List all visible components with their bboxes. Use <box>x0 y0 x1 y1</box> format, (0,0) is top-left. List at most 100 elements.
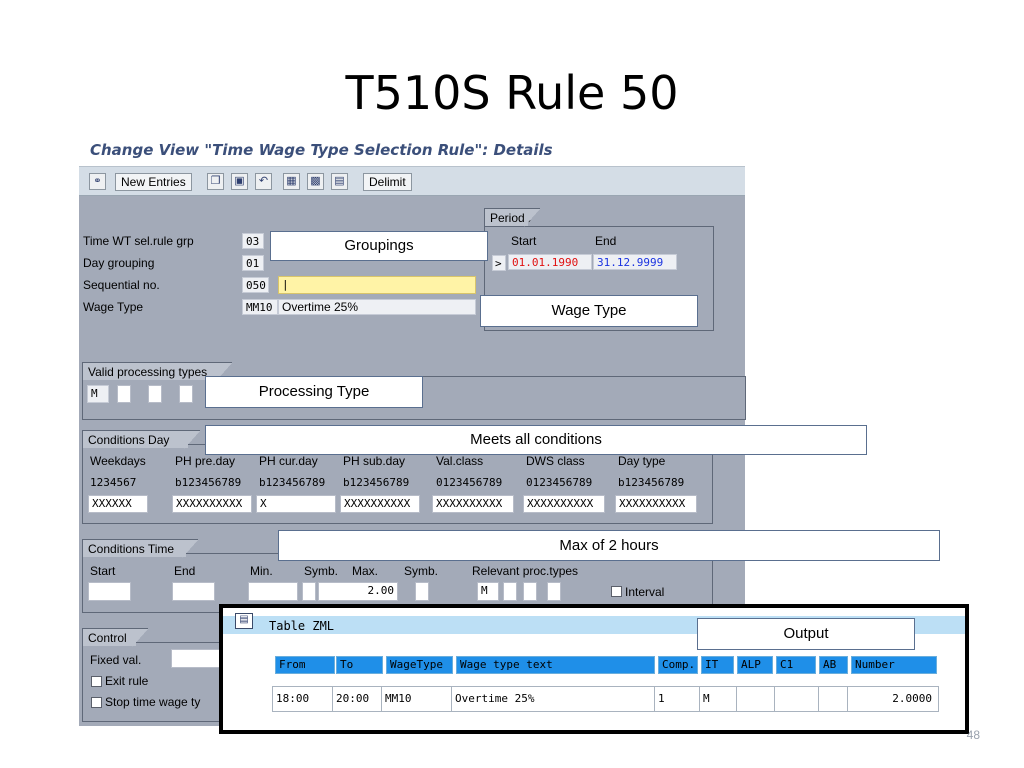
copy-icon[interactable]: ❐ <box>207 173 224 190</box>
cell-it: M <box>699 686 737 712</box>
control-title: Control <box>82 628 148 647</box>
cd-value-day-type: b123456789 <box>618 476 685 489</box>
cd-header-ph-sub: PH sub.day <box>343 454 406 468</box>
ct-input-min[interactable] <box>248 582 298 601</box>
cell-c1 <box>774 686 819 712</box>
wage-type-field[interactable]: MM10 <box>242 299 278 315</box>
ct-header-max: Max. <box>352 564 379 578</box>
ct-header-symb2: Symb. <box>404 564 439 578</box>
ct-header-symb1: Symb. <box>304 564 339 578</box>
periods-end-label: End <box>595 234 617 248</box>
select-all-icon[interactable]: ▦ <box>283 173 300 190</box>
periods-end-field[interactable]: 31.12.9999 <box>593 254 677 270</box>
col-header-ab: AB <box>819 656 848 674</box>
cd-header-weekdays: Weekdays <box>90 454 146 468</box>
stop-time-wage-checkbox[interactable] <box>91 697 102 708</box>
save-icon[interactable]: ▣ <box>231 173 248 190</box>
processing-type-field-3[interactable] <box>148 385 162 403</box>
stop-time-wage-label: Stop time wage ty <box>105 695 201 709</box>
ct-input-symb2[interactable] <box>415 582 429 601</box>
deselect-icon[interactable]: ▤ <box>331 173 348 190</box>
meets-all-conditions-callout: Meets all conditions <box>205 425 867 455</box>
processing-type-field-2[interactable] <box>117 385 131 403</box>
undo-icon[interactable]: ↶ <box>255 173 272 190</box>
groupings-callout: Groupings <box>270 231 488 261</box>
periods-start-field[interactable]: 01.01.1990 <box>508 254 592 270</box>
cd-value-val-class: 0123456789 <box>436 476 503 489</box>
col-header-wage-type-text: Wage type text <box>456 656 655 674</box>
ct-input-end[interactable] <box>172 582 215 601</box>
periods-arrow-button[interactable]: > <box>492 255 506 271</box>
output-callout: Output <box>697 618 915 650</box>
cell-ab <box>818 686 848 712</box>
cd-input-val-class[interactable]: XXXXXXXXXX <box>432 495 514 513</box>
col-header-number: Number <box>851 656 937 674</box>
time-wt-field[interactable]: 03 <box>242 233 264 249</box>
sap-screen-title: Change View "Time Wage Type Selection Ru… <box>90 141 553 159</box>
sequential-no-extra-field[interactable]: | <box>278 276 476 294</box>
day-grouping-field[interactable]: 01 <box>242 255 264 271</box>
ct-header-min: Min. <box>250 564 273 578</box>
cell-number: 2.0000 <box>847 686 939 712</box>
cd-input-ph-pre[interactable]: XXXXXXXXXX <box>172 495 252 513</box>
cd-header-ph-cur: PH cur.day <box>259 454 318 468</box>
ct-input-start[interactable] <box>88 582 131 601</box>
cd-value-ph-pre: b123456789 <box>175 476 242 489</box>
ct-input-proc-type-2[interactable] <box>503 582 517 601</box>
cell-from: 18:00 <box>272 686 333 712</box>
processing-type-callout: Processing Type <box>205 376 423 408</box>
new-entries-button[interactable]: New Entries <box>115 173 192 191</box>
sequential-no-field[interactable]: 050 <box>242 277 269 293</box>
table-icon: ▤ <box>235 613 253 629</box>
ct-header-start: Start <box>90 564 116 578</box>
cd-input-ph-sub[interactable]: XXXXXXXXXX <box>340 495 420 513</box>
ct-input-max[interactable]: 2.00 <box>318 582 398 601</box>
select-block-icon[interactable]: ▩ <box>307 173 324 190</box>
cd-value-ph-sub: b123456789 <box>343 476 410 489</box>
cd-value-weekdays: 1234567 <box>90 476 137 489</box>
col-header-c1: C1 <box>776 656 816 674</box>
day-grouping-label: Day grouping <box>83 256 155 270</box>
wage-type-label: Wage Type <box>83 300 144 314</box>
col-header-from: From <box>275 656 335 674</box>
ct-input-proc-type-1[interactable]: M <box>477 582 499 601</box>
cd-value-dws-class: 0123456789 <box>526 476 593 489</box>
sap-main-area: Time WT sel.rule grp 03 Day grouping 01 … <box>79 196 746 726</box>
periods-start-label: Start <box>511 234 537 248</box>
cd-input-ph-cur[interactable]: X <box>256 495 336 513</box>
cd-input-day-type[interactable]: XXXXXXXXXX <box>615 495 697 513</box>
delimit-button[interactable]: Delimit <box>363 173 412 191</box>
interval-checkbox[interactable] <box>611 586 622 597</box>
cd-input-weekdays[interactable]: XXXXXX <box>88 495 148 513</box>
page-number: 48 <box>966 728 980 742</box>
processing-type-field-4[interactable] <box>179 385 193 403</box>
ct-header-end: End <box>174 564 196 578</box>
col-header-comp: Comp. <box>658 656 698 674</box>
cd-header-day-type: Day type <box>618 454 666 468</box>
application-toolbar: ⚭ New Entries ❐ ▣ ↶ ▦ ▩ ▤ Delimit <box>79 166 745 196</box>
col-header-wagetype: WageType <box>386 656 453 674</box>
processing-type-field-1[interactable]: M <box>87 385 109 403</box>
periods-title: Periods <box>484 208 540 227</box>
col-header-to: To <box>336 656 383 674</box>
ct-input-proc-type-4[interactable] <box>547 582 561 601</box>
cd-header-val-class: Val.class <box>436 454 484 468</box>
col-header-alp: ALP <box>737 656 773 674</box>
glasses-icon[interactable]: ⚭ <box>89 173 106 190</box>
interval-label: Interval <box>625 585 665 599</box>
exit-rule-label: Exit rule <box>105 674 149 688</box>
ct-input-proc-type-3[interactable] <box>523 582 537 601</box>
table-zml-title: Table ZML <box>269 619 335 633</box>
cell-to: 20:00 <box>332 686 382 712</box>
max-hours-callout: Max of 2 hours <box>278 530 940 561</box>
slide-title: T510S Rule 50 <box>345 66 679 120</box>
conditions-time-title: Conditions Time <box>82 539 198 558</box>
cd-input-dws-class[interactable]: XXXXXXXXXX <box>523 495 605 513</box>
exit-rule-checkbox[interactable] <box>91 676 102 687</box>
ct-input-symb1[interactable] <box>302 582 316 601</box>
time-wt-label: Time WT sel.rule grp <box>83 234 194 248</box>
cell-wage-type-text: Overtime 25% <box>451 686 655 712</box>
cell-wagetype: MM10 <box>381 686 452 712</box>
valid-processing-title: Valid processing types <box>82 362 232 381</box>
fixed-val-label: Fixed val. <box>90 653 142 667</box>
